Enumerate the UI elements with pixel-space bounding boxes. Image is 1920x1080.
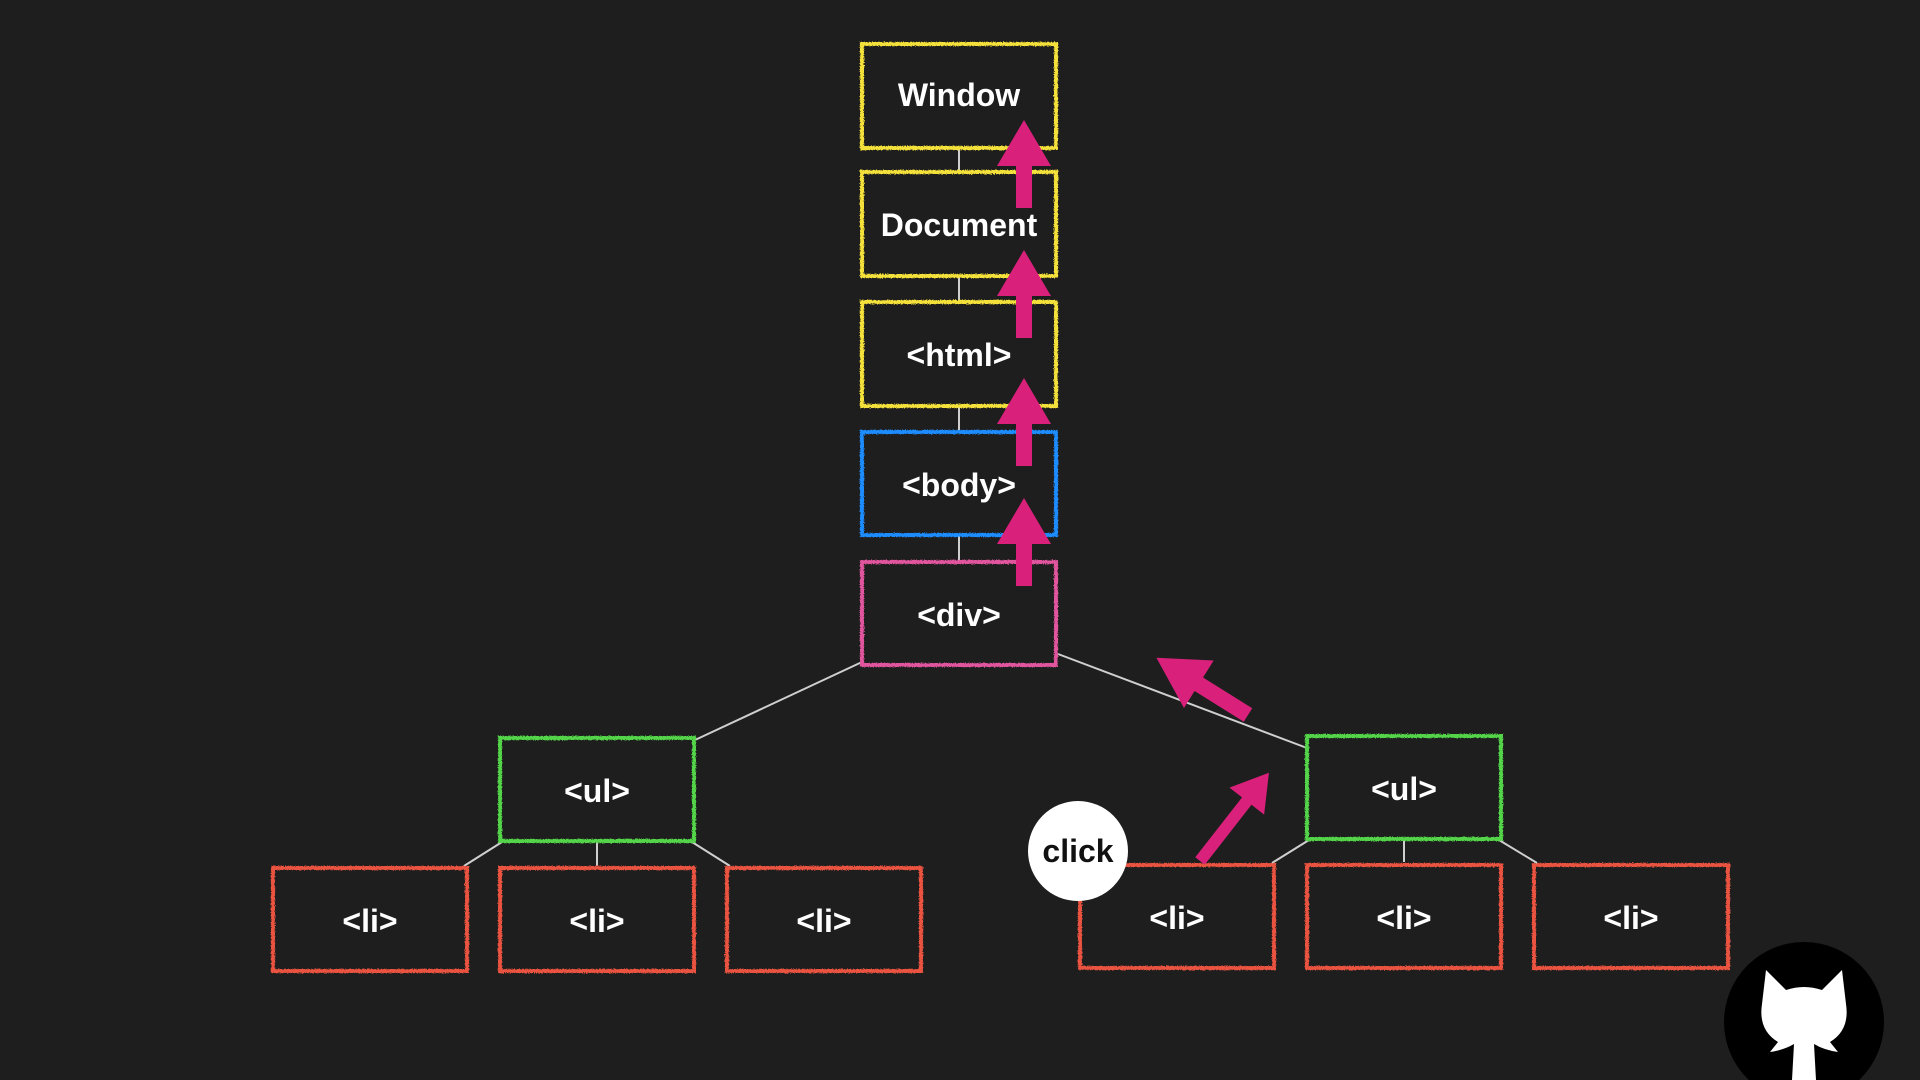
node-body: <body>	[860, 430, 1058, 537]
node-li-left-2-box	[498, 866, 696, 973]
node-ul-left-label: <ul>	[564, 773, 630, 809]
bubble-arrow-document-to-window	[997, 120, 1051, 208]
node-div-box	[860, 560, 1058, 667]
mascot-silhouette	[1761, 970, 1847, 1080]
node-li-left-2-label: <li>	[569, 903, 624, 939]
node-li-right-2: <li>	[1305, 863, 1503, 970]
bubble-arrow-ul-to-div	[1156, 657, 1253, 722]
bubble-arrow-div-to-body	[997, 498, 1051, 586]
connector-ul-left-li-3	[691, 841, 731, 867]
bubble-arrow-li-to-ul	[1195, 772, 1269, 865]
node-li-right-1-label: <li>	[1149, 900, 1204, 936]
bubble-arrow-html-to-document	[997, 250, 1051, 338]
node-body-label: <body>	[902, 467, 1016, 503]
node-li-right-2-label: <li>	[1376, 900, 1431, 936]
node-li-right-1: <li>	[1078, 863, 1276, 970]
click-badge-circle	[1028, 801, 1128, 901]
node-ul-left-box	[498, 736, 696, 843]
node-li-left-3-label: <li>	[796, 903, 851, 939]
node-li-left-3: <li>	[725, 866, 923, 973]
node-li-left-2: <li>	[498, 866, 696, 973]
node-html-box	[860, 300, 1058, 408]
node-document: Document	[860, 170, 1058, 278]
node-html-label: <html>	[907, 337, 1012, 373]
connector-ul-left-li-1	[463, 841, 503, 867]
node-li-right-3-box	[1532, 863, 1730, 970]
connector-ul-right-li-3	[1498, 839, 1538, 864]
node-ul-right-box	[1305, 734, 1503, 841]
node-ul-right: <ul>	[1305, 734, 1503, 841]
cat-devil-mascot-icon	[1724, 942, 1884, 1080]
node-window-label: Window	[898, 77, 1020, 113]
bubble-arrow-body-to-html	[997, 378, 1051, 466]
node-li-left-3-box	[725, 866, 923, 973]
node-body-box	[860, 430, 1058, 537]
node-li-right-3-label: <li>	[1603, 900, 1658, 936]
node-ul-right-label: <ul>	[1371, 771, 1437, 807]
tree-nodes: Window Document <html> <body> <div> <ul>	[271, 42, 1730, 973]
node-div-label: <div>	[917, 597, 1001, 633]
node-li-right-2-box	[1305, 863, 1503, 970]
node-ul-left: <ul>	[498, 736, 696, 843]
connector-ul-right-li-1	[1271, 839, 1310, 864]
node-document-label: Document	[881, 207, 1038, 243]
click-badge-label: click	[1042, 833, 1113, 869]
node-div: <div>	[860, 560, 1058, 667]
node-li-left-1-box	[271, 866, 469, 973]
bubbling-arrows	[997, 120, 1269, 865]
connector-div-ul-left	[694, 661, 863, 741]
node-window-box	[860, 42, 1058, 150]
node-html: <html>	[860, 300, 1058, 408]
node-document-box	[860, 170, 1058, 278]
tree-connectors	[463, 148, 1538, 867]
node-li-right-1-box	[1078, 863, 1276, 970]
node-li-left-1: <li>	[271, 866, 469, 973]
node-li-left-1-label: <li>	[342, 903, 397, 939]
node-window: Window	[860, 42, 1058, 150]
node-li-right-3: <li>	[1532, 863, 1730, 970]
click-badge: click	[1028, 801, 1128, 901]
